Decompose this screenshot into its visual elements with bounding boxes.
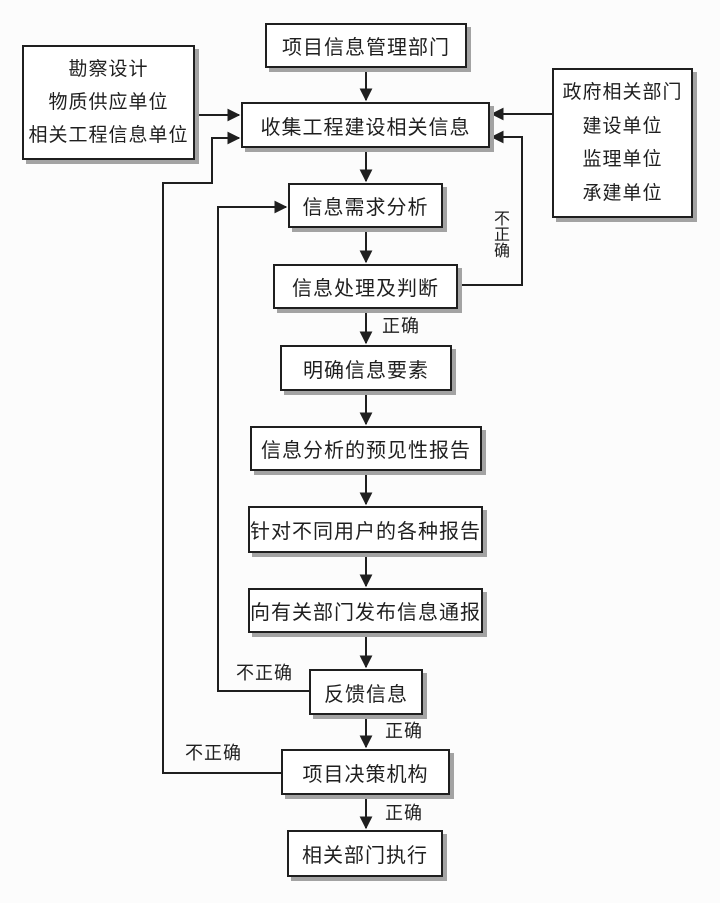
right-source-line: 政府相关部门 — [562, 82, 683, 104]
node-processing-judgment: 信息处理及判断 — [273, 264, 458, 309]
node-publish-bulletin: 向有关部门发布信息通报 — [248, 588, 483, 633]
node-feedback-info: 反馈信息 — [309, 669, 423, 715]
node-right-sources: 政府相关部门 建设单位 监理单位 承建单位 — [552, 68, 693, 218]
node-project-info-dept: 项目信息管理部门 — [265, 23, 467, 68]
node-left-sources: 勘察设计 物质供应单位 相关工程信息单位 — [22, 45, 195, 160]
edge-label-incorrect-decision-loop: 不正确 — [185, 743, 242, 763]
node-user-reports: 针对不同用户的各种报告 — [248, 506, 483, 553]
edge-label-correct-after-decision: 正确 — [385, 803, 423, 823]
right-source-line: 建设单位 — [582, 115, 663, 137]
left-source-line: 相关工程信息单位 — [28, 125, 189, 146]
node-predictive-report: 信息分析的预见性报告 — [250, 426, 482, 471]
node-execute-depts: 相关部门执行 — [287, 830, 443, 877]
node-demand-analysis: 信息需求分析 — [288, 183, 443, 228]
right-source-line: 监理单位 — [582, 149, 663, 171]
right-source-line: 承建单位 — [582, 182, 663, 204]
left-source-line: 勘察设计 — [68, 59, 149, 80]
edge-label-correct-after-processing: 正确 — [382, 316, 420, 336]
edge-label-incorrect-processing-loop: 不正确 — [493, 211, 510, 260]
edge-label-correct-after-feedback: 正确 — [385, 721, 423, 741]
left-source-line: 物质供应单位 — [48, 92, 169, 113]
node-clarify-elements: 明确信息要素 — [280, 345, 452, 391]
node-decision-body: 项目决策机构 — [281, 749, 450, 795]
edge-label-incorrect-feedback-loop: 不正确 — [236, 663, 293, 683]
node-collect-info: 收集工程建设相关信息 — [241, 102, 490, 148]
